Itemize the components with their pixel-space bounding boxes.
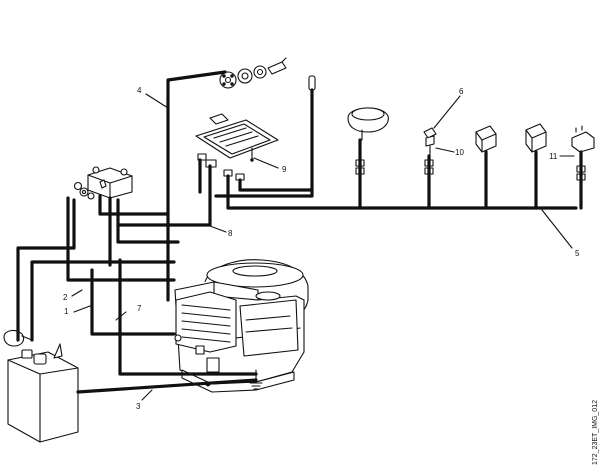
connector-switch-1 bbox=[475, 125, 497, 153]
sensor-switch bbox=[423, 127, 437, 157]
ignition-switch bbox=[219, 57, 287, 89]
engine bbox=[174, 259, 309, 393]
headlight-lamp bbox=[347, 107, 389, 141]
callout-10: 10 bbox=[455, 148, 464, 157]
connector-switch-2 bbox=[525, 123, 547, 153]
callout-2: 2 bbox=[63, 293, 68, 302]
diode-connector bbox=[571, 125, 595, 153]
callout-11: 11 bbox=[549, 152, 558, 161]
spark-plug-lead bbox=[308, 75, 316, 91]
callout-1: 1 bbox=[64, 307, 69, 316]
image-reference-code: 172_23ET_IMG_012 bbox=[592, 400, 599, 465]
wiring-harness bbox=[16, 70, 583, 394]
starter-solenoid bbox=[73, 166, 133, 200]
leader-lines bbox=[71, 93, 575, 401]
callout-8: 8 bbox=[228, 229, 233, 238]
callout-4: 4 bbox=[137, 86, 142, 95]
callout-5: 5 bbox=[575, 249, 580, 258]
callout-7: 7 bbox=[137, 304, 142, 313]
battery bbox=[3, 329, 79, 443]
callout-9: 9 bbox=[282, 165, 287, 174]
callout-3: 3 bbox=[136, 402, 141, 411]
callout-6: 6 bbox=[459, 87, 464, 96]
inline-connectors bbox=[197, 153, 586, 181]
control-module bbox=[195, 113, 279, 162]
